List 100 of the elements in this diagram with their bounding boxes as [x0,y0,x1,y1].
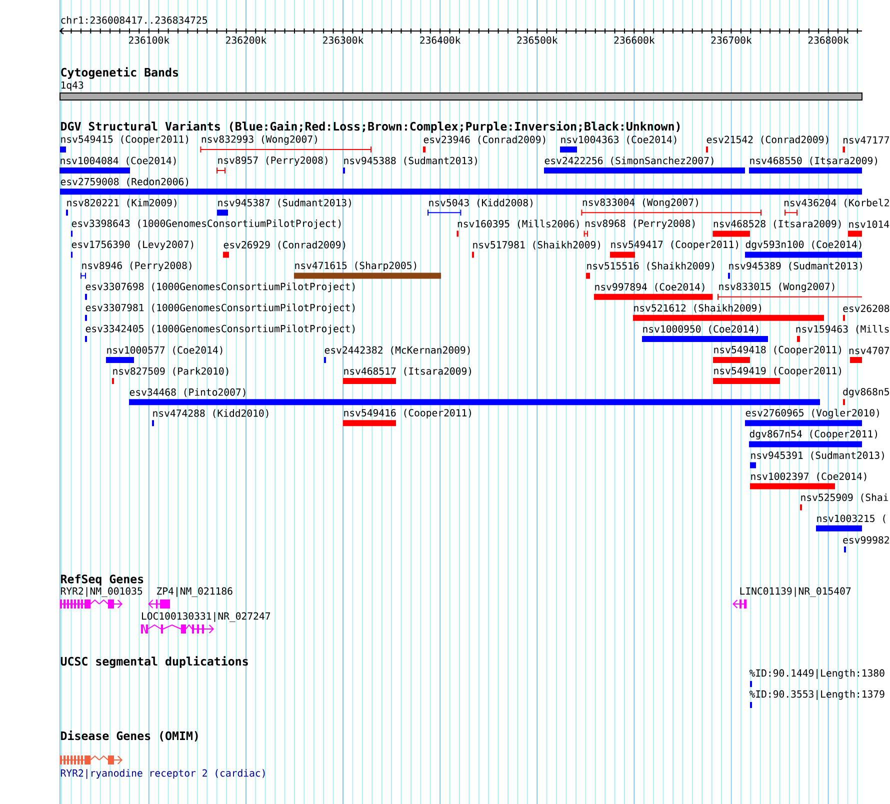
node-label: nsv1002397 (Coe2014) [751,472,866,482]
node-label: esv3342405 (1000GenomesConsortiumPilotProject) [86,324,355,334]
node-label: esv3398643 (1000GenomesConsortiumPilotProject) [72,219,341,229]
variant-feature: esv3398643 (1000GenomesConsortiumPilotProject) [71,219,341,237]
node-label: nsv549417 (Cooper2011) [611,240,738,250]
track-title: DGV Structural Variants (Blue:Gain;Red:Loss;Brown:Complex;Purple:Inversion;Black:Unknown) [61,121,680,133]
node-label: nsv827509 (Park2010) [113,367,228,376]
variant-feature: nsv468528 (Itsara2009) [712,220,841,237]
tick-label: 236700k [711,36,752,44]
node-label: nsv1003215 ( [817,514,886,524]
node-label: nsv47177 [844,136,890,144]
node-label: nsv1014 [849,220,890,228]
node-label: esv3307981 (1000GenomesConsortiumPilotProject) [86,304,355,314]
node-label: 1q43 [61,81,84,91]
tick-label: 236100k [128,36,170,44]
variant-feature: nsv820221 (Kim2009) [66,198,176,216]
node-label: nsv517981 (Shaikh2009) [473,240,600,250]
node-label: nsv1004363 (Coe2014) [561,136,676,144]
variant-feature: nsv471615 (Sharp2005) [294,262,441,279]
node-label: nsv549416 (Cooper2011) [344,408,472,418]
variant-feature: nsv833004 (Wong2007) [581,198,762,216]
node-label: nsv945388 (Sudmant2013) [344,156,477,166]
variant-feature: nsv549419 (Cooper2011) [713,366,842,384]
variant-feature: esv26208 [843,304,890,321]
variant-feature: nsv833015 (Wong2007) [718,282,862,300]
variant-feature: nsv47177 [842,136,890,152]
tick-label: 236300k [323,36,364,44]
tick-label: 236800k [808,36,849,44]
gene-model: LOC100130331|NR_027247 [141,612,270,634]
node-label: nsv1000950 (Coe2014) [643,325,758,334]
node-label: nsv945387 (Sudmant2013) [218,198,351,208]
variant-feature: nsv1000577 (Coe2014) [106,346,222,363]
node-label: nsv1000577 (Coe2014) [107,346,222,355]
variant-feature: nsv515516 (Shaikh2009) [586,262,714,279]
node-label: nsv160395 (Mills2006) [458,220,579,229]
variant-feature: esv1756390 (Levy2007) [71,240,194,258]
variant-feature: nsv1014 [848,220,890,237]
variant-feature: nsv549416 (Cooper2011) [343,408,472,426]
node-label: nsv525909 (Shai [801,493,888,502]
variant-feature: nsv468517 (Itsara2009) [343,367,472,384]
tick-label: 236600k [614,36,655,44]
variant-feature: nsv827509 (Park2010) [112,367,228,384]
node-label: nsv468517 (Itsara2009) [344,367,472,376]
variant-feature: nsv474288 (Kidd2010) [152,409,268,426]
node-label: ZP4|NM_021186 [157,587,232,597]
node-label: RYR2|ryanodine receptor 2 (cardiac) [60,769,265,779]
variant-feature: nsv159463 (Mills [796,325,889,342]
node-label: esv23946 (Conrad2009) [424,136,546,144]
node-label: esv3307698 (1000GenomesConsortiumPilotProject) [86,282,355,292]
node-label: nsv549419 (Cooper2011) [714,366,842,376]
variant-feature: nsv468550 (Itsara2009) [749,156,878,174]
variant-feature: esv3307698 (1000GenomesConsortiumPilotProject) [85,282,355,300]
variant-feature: nsv945391 (Sudmant2013) [750,451,884,468]
node-label: esv26929 (Conrad2009) [224,240,346,250]
node-label: esv2422256 (SimonSanchez2007) [544,156,714,166]
variant-feature: nsv521612 (Shaikh2009) [633,304,824,321]
variant-feature: nsv945387 (Sudmant2013) [217,198,351,216]
variant-feature: nsv8957 (Perry2008) [216,156,328,174]
segmental-duplication: %ID:90.3553|Length:1379 [749,690,884,708]
chromosome-band: 1q43 [60,81,862,100]
node-label: nsv468550 (Itsara2009) [750,156,878,166]
node-label: esv34468 (Pinto2007) [130,388,246,397]
track-title: Cytogenetic Bands [61,67,178,79]
node-label: esv1756390 (Levy2007) [72,240,194,250]
variant-feature: nsv525909 (Shai [800,493,888,510]
node-label: esv21542 (Conrad2009) [706,136,828,144]
node-label: nsv521612 (Shaikh2009) [634,304,762,313]
node-label: nsv945389 (Sudmant2013) [729,262,862,271]
variant-feature: nsv5043 (Kidd2008) [428,198,532,216]
node-label: esv2760965 (Vogler2010) [746,408,879,418]
node-label: LINC01139|NR_015407 [740,587,851,597]
node-label: nsv471615 (Sharp2005) [295,262,416,272]
node-label: nsv549415 (Cooper2011) [61,135,188,145]
tick-label: 236200k [226,36,266,44]
node-label: RYR2|NM_001035 [60,587,142,597]
gene-model: RYR2|ryanodine receptor 2 (cardiac) [60,755,265,779]
gene-model: LINC01139|NR_015407 [732,587,851,608]
node-label: nsv515516 (Shaikh2009) [587,262,714,271]
node-label: nsv549418 (Cooper2011) [714,346,842,356]
node-label: esv99982 [843,536,889,544]
track-title: Disease Genes (OMIM) [61,730,198,742]
variant-feature: esv2759008 (Redon2006) [60,178,862,195]
variant-feature: dgv867n54 (Cooper2011) [749,430,878,448]
variant-feature: nsv4707 [849,346,890,363]
variant-feature: nsv945389 (Sudmant2013) [728,262,862,279]
node-label: %ID:90.3553|Length:1379 [749,690,884,700]
variant-feature: nsv1003215 ( [816,514,886,532]
variant-feature: nsv517981 (Shaikh2009) [472,240,600,258]
variant-feature: nsv160395 (Mills2006) [456,220,579,237]
variant-feature: esv99982 [843,536,889,552]
node-label: nsv997894 (Coe2014) [595,282,704,292]
variant-feature: dgv868n5 [843,388,889,406]
node-label: dgv868n5 [843,388,889,398]
variant-feature: nsv436204 (Korbel2 [784,198,889,216]
variant-feature: nsv1002397 (Coe2014) [750,472,866,490]
variant-feature: nsv1004084 (Coe2014) [60,156,176,174]
variant-feature: esv26929 (Conrad2009) [223,240,346,258]
node-label: nsv474288 (Kidd2010) [153,409,268,418]
variant-feature: nsv1000950 (Coe2014) [642,325,768,342]
tick-label: 236500k [517,36,558,44]
